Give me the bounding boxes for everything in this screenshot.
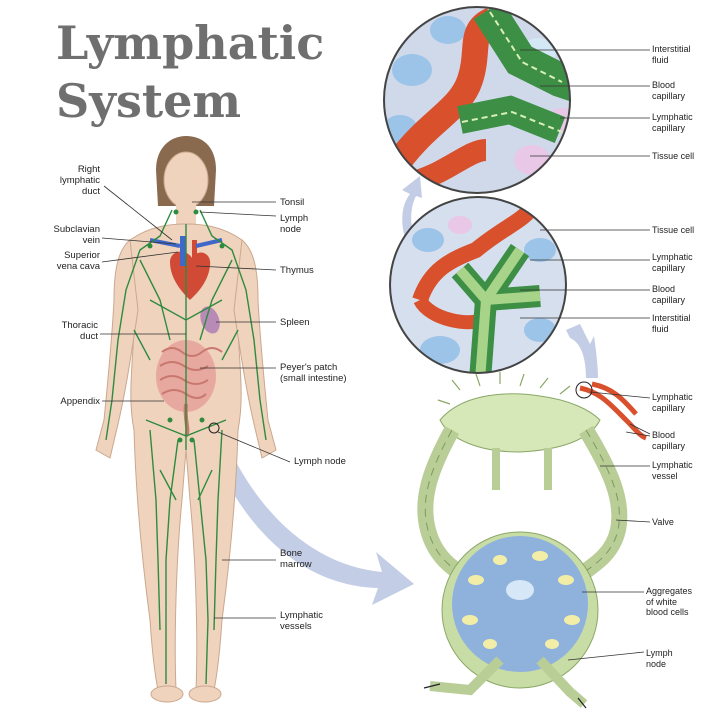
label-spleen: Spleen [280, 317, 310, 328]
label-tonsil: Tonsil [280, 197, 305, 208]
arrow-middle-to-top [402, 176, 422, 238]
label-thoracic-duct: Thoracic duct [61, 320, 98, 342]
label-mid-blood-capillary: Blood capillary [652, 284, 686, 305]
label-peyers-patch: Peyer's patch (small intestine) [280, 362, 347, 384]
label-node-aggregates: Aggregates of white blood cells [646, 586, 693, 617]
label-node-blood-capillary: Blood capillary [652, 430, 686, 451]
label-lymphatic-vessels: Lymphatic vessels [280, 610, 323, 632]
circle-leader-lines [520, 49, 650, 319]
head [163, 151, 209, 209]
label-bone-marrow: Bone marrow [280, 548, 312, 570]
label-top-blood-capillary: Blood capillary [652, 80, 686, 101]
label-node-valve: Valve [652, 517, 674, 527]
right-foot [188, 685, 222, 703]
label-mid-interstitial-fluid: Interstitial fluid [652, 313, 691, 334]
label-right-lymphatic-duct: Right lymphatic duct [59, 164, 100, 197]
neck [176, 200, 196, 224]
body-leader-lines [100, 185, 291, 619]
heart-and-vessels [149, 236, 223, 300]
title-line-2: System [56, 74, 242, 128]
zoom-marker-leg [208, 422, 220, 434]
label-subclavian-vein: Subclavian vein [53, 224, 100, 246]
page-title: Lymphatic System [56, 14, 324, 130]
lymph-vessel-network [105, 209, 267, 685]
label-mid-lymphatic-capillary: Lymphatic capillary [652, 252, 693, 273]
middle-magnified-tissue [389, 196, 567, 374]
label-lymph-node-neck: Lymph node [280, 213, 309, 235]
label-node-lymph-node: Lymph node [646, 648, 673, 669]
title-line-1: Lymphatic [56, 16, 325, 70]
label-top-interstitial-fluid: Interstitial fluid [652, 44, 691, 65]
label-mid-tissue-cell: Tissue cell [652, 225, 695, 235]
label-superior-vena-cava: Superior vena cava [56, 250, 100, 272]
lymph-node-dots [147, 209, 225, 443]
lymph-node-diagram [417, 372, 647, 709]
left-foot [150, 685, 184, 703]
arrow-node-to-middle [566, 324, 598, 378]
label-appendix: Appendix [60, 396, 100, 407]
human-body-figure [95, 136, 277, 703]
label-node-lymphatic-capillary: Lymphatic capillary [652, 392, 693, 413]
label-node-lymphatic-vessel: Lymphatic vessel [652, 460, 693, 481]
label-top-tissue-cell: Tissue cell [652, 151, 695, 161]
label-lymph-node-leg: Lymph node [294, 456, 346, 467]
label-thymus: Thymus [280, 265, 314, 276]
label-top-lymphatic-capillary: Lymphatic capillary [652, 112, 693, 133]
top-magnified-tissue [383, 6, 571, 194]
node-leader-lines [567, 391, 651, 661]
spleen [200, 306, 220, 334]
